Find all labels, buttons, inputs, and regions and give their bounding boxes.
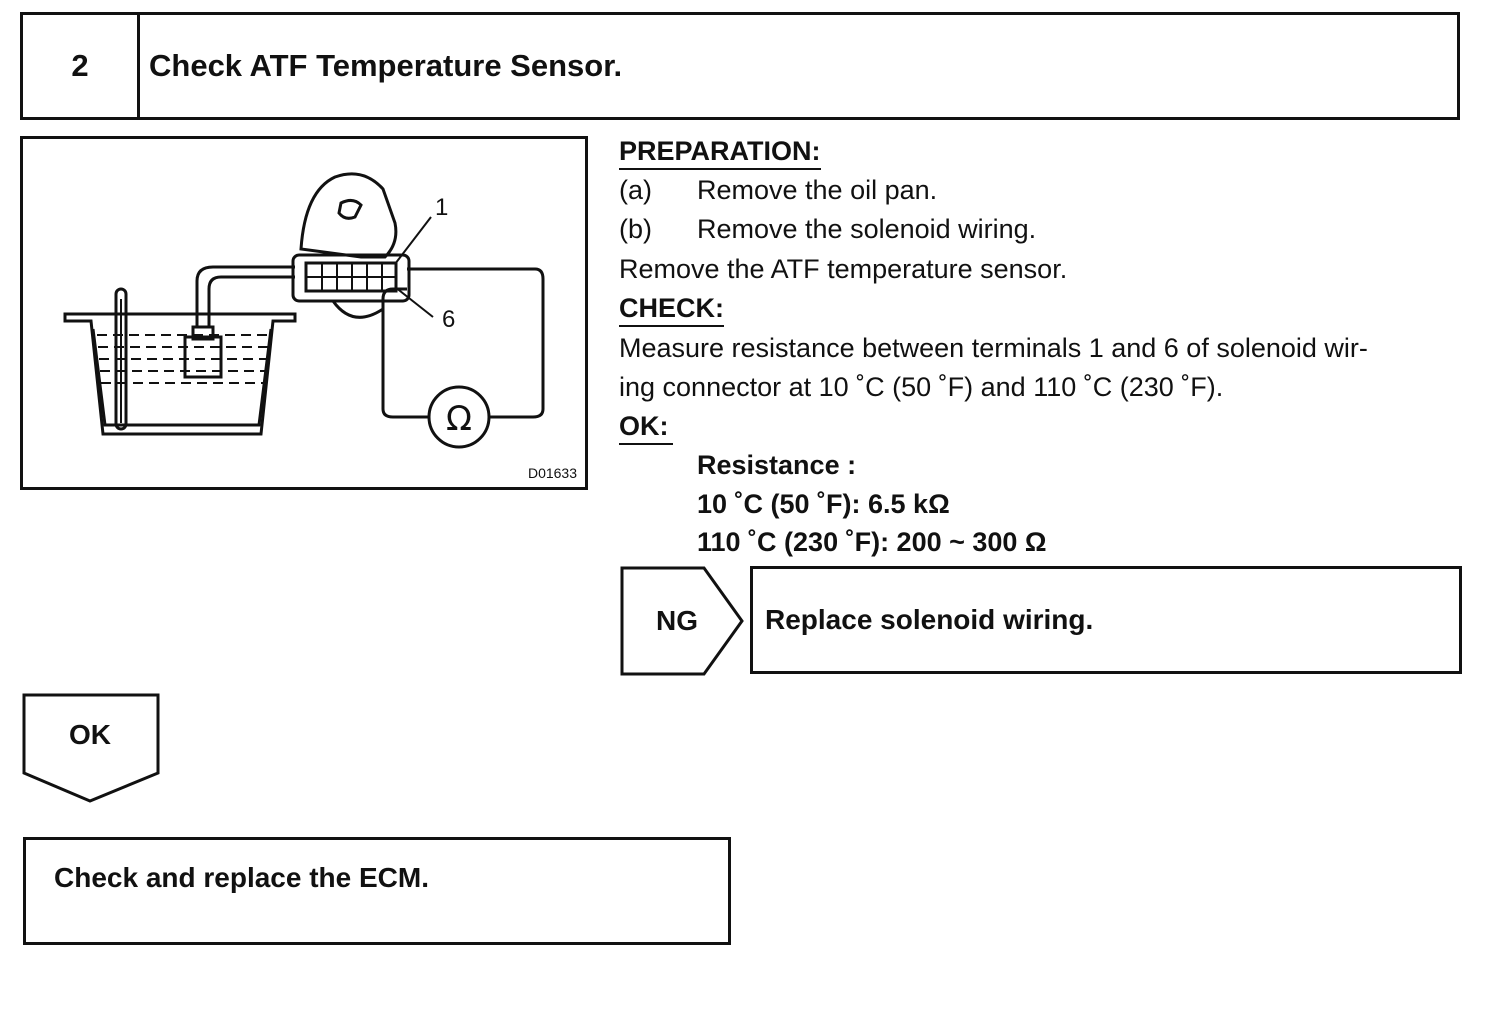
preparation-heading: PREPARATION:	[619, 136, 821, 170]
ng-action-box: Replace solenoid wiring.	[750, 566, 1462, 674]
check-text-line2: ing connector at 10 ˚C (50 ˚F) and 110 ˚…	[619, 372, 1224, 402]
container-outline	[63, 312, 297, 436]
thermometer	[114, 287, 128, 431]
step-header: 2 Check ATF Temperature Sensor.	[20, 12, 1460, 120]
prep-item-b-marker: (b)	[619, 214, 652, 244]
callout-1: 1	[435, 194, 448, 221]
ok-arrow-badge	[22, 693, 160, 803]
check-heading: CHECK:	[619, 293, 724, 327]
step-number: 2	[23, 15, 140, 117]
resistance-spec-110c: 110 ˚C (230 ˚F): 200 ~ 300 Ω	[697, 527, 1047, 557]
prep-item-a-text: Remove the oil pan.	[697, 175, 938, 205]
ok-heading: OK:	[619, 411, 673, 445]
test-lead-terminal-1	[407, 267, 545, 419]
check-text-line1: Measure resistance between terminals 1 a…	[619, 333, 1368, 363]
illustration-drawing: 1 6 Ω	[63, 172, 545, 449]
sensor-test-illustration: 1 6 Ω D01633	[20, 136, 588, 490]
ok-action-box: Check and replace the ECM.	[23, 837, 731, 945]
ok-label: OK	[69, 719, 111, 750]
resistance-label: Resistance :	[697, 450, 857, 480]
ng-arrow-badge	[620, 566, 744, 676]
prep-item-b-text: Remove the solenoid wiring.	[697, 214, 1037, 244]
fluid-lines	[97, 334, 269, 384]
ok-action-text: Check and replace the ECM.	[54, 862, 430, 893]
test-lead-terminal-6	[381, 287, 429, 419]
wiring-bracket	[299, 172, 398, 259]
callout-6: 6	[442, 306, 455, 333]
ng-action-text: Replace solenoid wiring.	[765, 604, 1094, 635]
prep-item-a-marker: (a)	[619, 175, 652, 205]
connector-body	[291, 253, 411, 303]
resistance-spec-10c: 10 ˚C (50 ˚F): 6.5 kΩ	[697, 489, 950, 519]
ohmmeter	[427, 385, 491, 449]
step-title: Check ATF Temperature Sensor.	[149, 48, 623, 83]
container-inner-wall	[91, 328, 273, 427]
figure-id: D01633	[527, 465, 577, 481]
ng-label: NG	[656, 605, 698, 636]
prep-note: Remove the ATF temperature sensor.	[619, 254, 1068, 284]
connector-pins	[306, 263, 396, 291]
sensor-harness	[195, 265, 295, 327]
ohm-symbol: Ω	[446, 399, 472, 439]
atf-sensor-body	[183, 335, 223, 379]
